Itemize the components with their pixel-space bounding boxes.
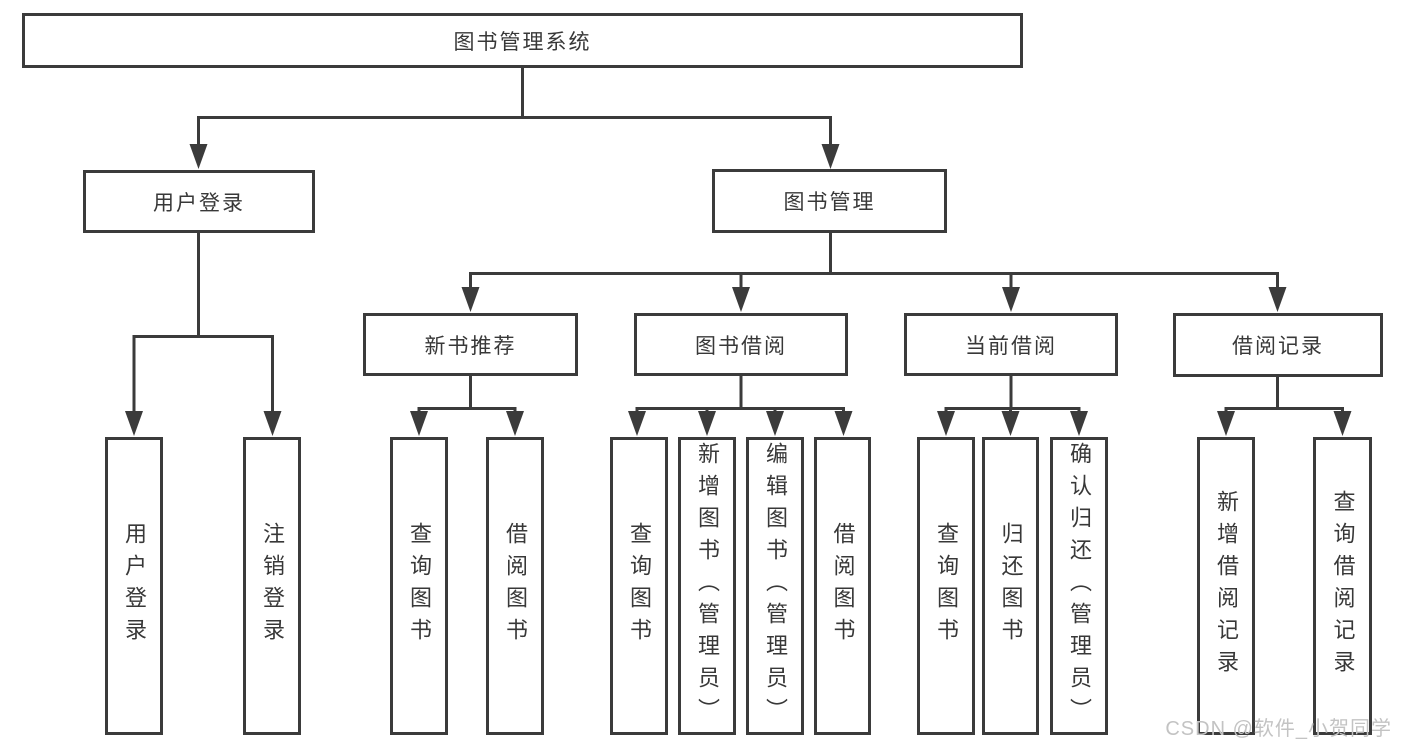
arrowhead bbox=[937, 411, 955, 436]
node-user-login-label: 用户登录 bbox=[153, 191, 245, 215]
arrowhead bbox=[1070, 411, 1088, 436]
node-book-borrow: 图书借阅 bbox=[634, 313, 848, 376]
leaf-borrow-books-2-label: 借阅图书 bbox=[830, 522, 856, 650]
leaf-logout-label: 注销登录 bbox=[260, 522, 285, 650]
connector-borrow-record-rail bbox=[1224, 407, 1344, 418]
leaf-user-login: 用户登录 bbox=[105, 437, 163, 735]
leaf-confirm-return-admin: 确认归还（管理员） bbox=[1050, 437, 1108, 735]
arrowhead bbox=[410, 411, 428, 436]
leaf-query-books-current-label: 查询图书 bbox=[934, 522, 959, 650]
leaf-query-borrow-record: 查询借阅记录 bbox=[1313, 437, 1372, 735]
node-book-borrow-label: 图书借阅 bbox=[695, 334, 787, 358]
leaf-return-book-label: 归还图书 bbox=[998, 522, 1024, 650]
leaf-add-borrow-record: 新增借阅记录 bbox=[1197, 437, 1255, 735]
arrowhead bbox=[461, 287, 480, 312]
leaf-borrow-books-rec-label: 借阅图书 bbox=[503, 522, 528, 650]
node-new-book-rec-label: 新书推荐 bbox=[424, 334, 517, 358]
node-borrow-record: 借阅记录 bbox=[1173, 313, 1383, 377]
csdn-watermark: CSDN @软件_小贺同学 bbox=[1165, 718, 1392, 740]
leaf-confirm-return-admin-label: 确认归还（管理员） bbox=[1067, 442, 1092, 730]
arrowhead bbox=[698, 411, 716, 436]
connector-book-borrow-rail bbox=[635, 407, 845, 418]
node-book-mgmt: 图书管理 bbox=[712, 169, 947, 233]
connector-new-book-rec-rail bbox=[417, 407, 517, 418]
arrowhead bbox=[1001, 411, 1020, 436]
node-book-mgmt-label: 图书管理 bbox=[783, 191, 876, 214]
leaf-query-borrow-record-label: 查询借阅记录 bbox=[1330, 490, 1356, 682]
leaf-add-borrow-record-label: 新增借阅记录 bbox=[1214, 490, 1239, 682]
node-root: 图书管理系统 bbox=[22, 13, 1023, 68]
node-user-login: 用户登录 bbox=[83, 170, 315, 233]
leaf-user-login-label: 用户登录 bbox=[122, 522, 147, 650]
leaf-query-books-rec-label: 查询图书 bbox=[407, 522, 432, 650]
arrowhead bbox=[732, 287, 750, 312]
arrowhead bbox=[628, 411, 646, 436]
leaf-edit-book-admin: 编辑图书（管理员） bbox=[746, 437, 804, 735]
node-root-label: 图书管理系统 bbox=[453, 30, 592, 54]
connector-level2-rail bbox=[197, 116, 832, 152]
leaf-query-books-borrow: 查询图书 bbox=[610, 437, 668, 735]
leaf-query-books-rec: 查询图书 bbox=[390, 437, 448, 735]
leaf-query-books-borrow-label: 查询图书 bbox=[627, 522, 652, 650]
leaf-logout: 注销登录 bbox=[243, 437, 301, 735]
leaf-add-book-admin-label: 新增图书（管理员） bbox=[695, 442, 720, 730]
arrowhead bbox=[834, 411, 853, 436]
arrowhead bbox=[1268, 287, 1287, 312]
arrowhead bbox=[1002, 287, 1020, 312]
leaf-borrow-books-2: 借阅图书 bbox=[814, 437, 871, 735]
connector-user-login-rail bbox=[132, 335, 274, 418]
node-current-borrow-label: 当前借阅 bbox=[965, 334, 1057, 358]
node-new-book-rec: 新书推荐 bbox=[363, 313, 578, 376]
arrowhead bbox=[1333, 411, 1352, 436]
leaf-borrow-books-rec: 借阅图书 bbox=[486, 437, 544, 735]
arrowhead bbox=[1217, 411, 1235, 436]
node-current-borrow: 当前借阅 bbox=[904, 313, 1118, 376]
arrowheads bbox=[125, 144, 1352, 436]
leaf-edit-book-admin-label: 编辑图书（管理员） bbox=[763, 442, 788, 730]
leaf-query-books-current: 查询图书 bbox=[917, 437, 975, 735]
arrowhead bbox=[189, 144, 208, 169]
arrowhead bbox=[766, 411, 784, 436]
arrowhead bbox=[125, 411, 143, 436]
leaf-return-book: 归还图书 bbox=[982, 437, 1039, 735]
arrowhead bbox=[506, 411, 524, 436]
arrowhead bbox=[821, 144, 840, 169]
arrowhead bbox=[263, 411, 282, 436]
leaf-add-book-admin: 新增图书（管理员） bbox=[678, 437, 736, 735]
node-borrow-record-label: 借阅记录 bbox=[1232, 335, 1324, 358]
connector-level3-rail bbox=[469, 272, 1279, 294]
